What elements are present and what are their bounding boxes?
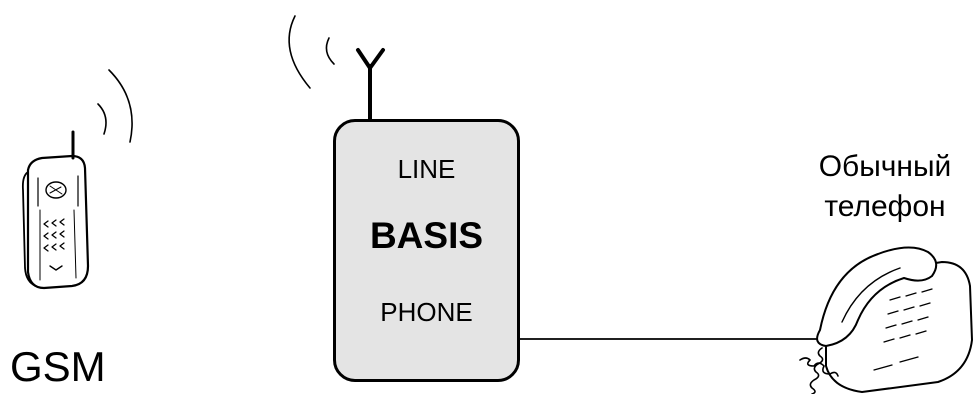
basis-name: BASIS xyxy=(369,215,484,256)
antenna-icon xyxy=(288,15,385,121)
keypad-icon xyxy=(873,288,933,371)
line-port-label: LINE xyxy=(397,154,456,184)
gsm-label: GSM xyxy=(10,343,106,390)
basis-unit: LINE BASIS PHONE xyxy=(333,119,520,382)
desk-phone-label: Обычный телефон xyxy=(795,147,975,227)
keypad-icon xyxy=(43,218,65,252)
desk-phone-icon xyxy=(799,246,973,394)
signal-wave-icon xyxy=(108,69,133,143)
mobile-phone-icon xyxy=(21,69,133,290)
desk-phone-label-line2: телефон xyxy=(824,190,946,223)
phone-port-label: PHONE xyxy=(380,297,473,327)
signal-wave-icon xyxy=(288,15,311,89)
signal-wave-icon xyxy=(97,103,107,135)
desk-phone-label-line1: Обычный xyxy=(818,150,952,183)
signal-wave-icon xyxy=(325,37,335,65)
